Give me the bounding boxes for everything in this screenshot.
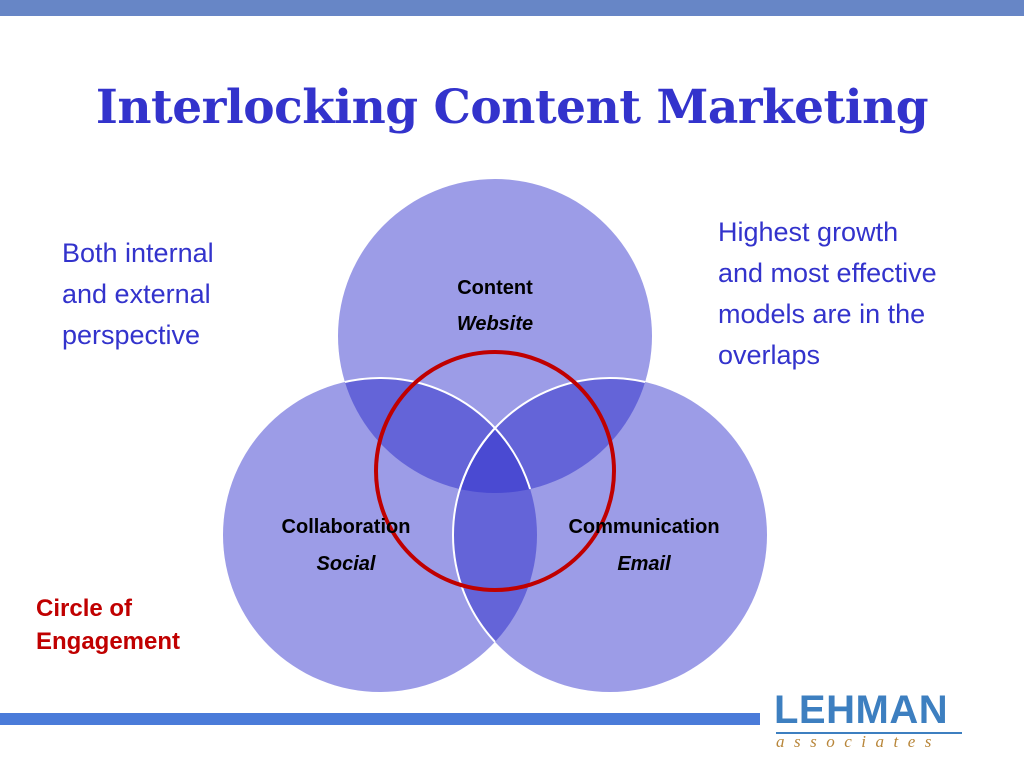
right-note-line: and most effective bbox=[718, 258, 937, 288]
right-note-line: models are in the bbox=[718, 299, 926, 329]
bottom-accent-bar bbox=[0, 713, 760, 725]
venn-top-sublabel: Website bbox=[457, 313, 533, 335]
venn-top-label: Content bbox=[457, 277, 533, 299]
venn-right-label: Communication bbox=[568, 516, 719, 538]
venn-left-label: Collaboration bbox=[282, 516, 411, 538]
boundary-right-in-left bbox=[452, 378, 537, 692]
top-accent-bar bbox=[0, 0, 1024, 16]
overlap-top-left bbox=[338, 378, 537, 493]
boundary-right-in-top bbox=[452, 377, 652, 493]
venn-left-sublabel: Social bbox=[317, 553, 376, 575]
boundary-left-in-top bbox=[338, 377, 538, 493]
left-note: Both internal and external perspective bbox=[62, 233, 214, 356]
circle-label-line: Engagement bbox=[36, 628, 181, 655]
left-note-line: and external bbox=[62, 279, 211, 309]
lehman-logo: LEHMAN associates bbox=[770, 688, 970, 752]
venn-right-sublabel: Email bbox=[617, 553, 671, 575]
logo-divider bbox=[776, 732, 962, 734]
logo-name: LEHMAN bbox=[774, 688, 949, 732]
right-note-line: overlaps bbox=[718, 340, 821, 370]
circle-of-engagement-label: Circle of Engagement bbox=[36, 592, 180, 658]
overlap-top-right bbox=[453, 378, 652, 493]
left-note-line: Both internal bbox=[62, 238, 214, 268]
engagement-highlight-ring bbox=[374, 350, 616, 592]
right-note-line: Highest growth bbox=[718, 217, 899, 247]
right-note: Highest growth and most effective models… bbox=[718, 212, 937, 376]
logo-subtitle: associates bbox=[776, 732, 941, 751]
slide-title: Interlocking Content Marketing bbox=[95, 80, 929, 135]
left-note-line: perspective bbox=[62, 320, 201, 350]
circle-label-line: Circle of bbox=[36, 595, 133, 622]
